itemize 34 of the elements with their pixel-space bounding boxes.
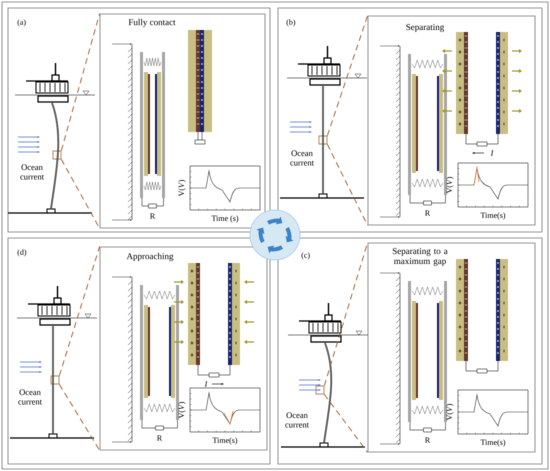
current-label: Ocean current: [20, 164, 44, 180]
axis-label: V(V): [446, 404, 454, 420]
zoom-line: [60, 158, 100, 229]
zoom-line: [324, 394, 368, 453]
axis-label: Time (s): [212, 215, 238, 223]
axis-label: V(V): [178, 180, 186, 196]
inset-title: Separating to a maximum gap: [392, 248, 448, 266]
zoom-marker: [316, 386, 324, 394]
inset-title: Fully contact: [128, 18, 176, 28]
axis-label: V(V): [178, 402, 186, 418]
zoom-line: [58, 384, 100, 451]
current-label: Ocean current: [285, 412, 309, 428]
zoom-line: [326, 144, 368, 226]
panel-label: (c): [302, 252, 310, 260]
current-label: Ocean current: [18, 389, 42, 405]
current-label: Ocean current: [290, 150, 314, 166]
axis-label: V(V): [446, 176, 454, 194]
resistor-label: R: [425, 437, 430, 443]
zoom-line: [60, 13, 100, 152]
current-symbol: I: [204, 381, 208, 387]
resistor-label: R: [150, 213, 156, 219]
resistor-label: R: [157, 435, 162, 441]
panel-label: (a): [18, 19, 26, 26]
axis-label: Time(s): [480, 212, 506, 220]
axis-label: Time(s): [212, 437, 238, 445]
panel-label: (b): [286, 19, 296, 26]
axis-label: Time(s): [480, 439, 506, 447]
zoom-line: [326, 15, 368, 136]
zoom-line: [58, 246, 100, 376]
inset-title: Separating: [406, 24, 444, 32]
panel-label: (d): [18, 249, 26, 256]
inset-title: Approaching: [126, 252, 174, 262]
current-symbol: I: [490, 150, 494, 156]
resistor-label: R: [425, 210, 430, 216]
